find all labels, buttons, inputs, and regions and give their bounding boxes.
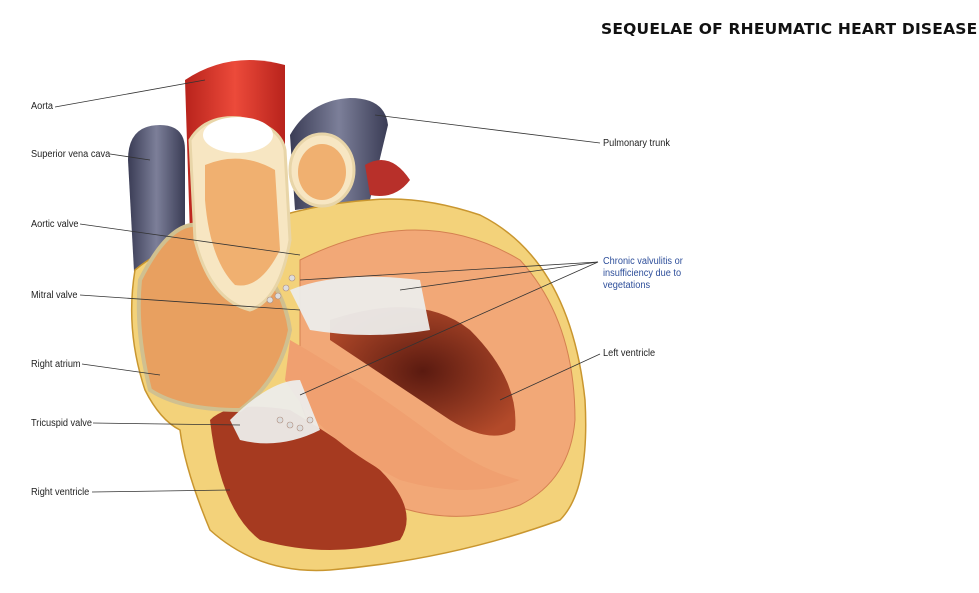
- label-line: vegetations: [603, 280, 651, 291]
- label-pulmonary-trunk: Pulmonary trunk: [603, 138, 670, 149]
- label-right-ventricle: Right ventricle: [31, 487, 90, 498]
- left-ventricle-cavity: [330, 307, 516, 436]
- label-chronic-valvulitis: Chronic valvulitis or insufficiency due …: [603, 256, 683, 292]
- label-line: insufficiency due to: [603, 268, 682, 279]
- label-aortic-valve: Aortic valve: [31, 219, 79, 230]
- label-aorta: Aorta: [31, 101, 53, 112]
- leader-lines: [54, 79, 601, 493]
- mitral-valve: [290, 276, 430, 335]
- label-right-atrium: Right atrium: [31, 359, 81, 370]
- label-tricuspid-valve: Tricuspid valve: [31, 418, 93, 429]
- septum: [285, 340, 520, 490]
- label-mitral-valve: Mitral valve: [31, 290, 78, 301]
- label-line: Chronic valvulitis or: [603, 256, 683, 267]
- label-left-ventricle: Left ventricle: [603, 348, 656, 359]
- page-title: SEQUELAE OF RHEUMATIC HEART DISEASE: [601, 20, 978, 38]
- label-superior-vena-cava: Superior vena cava: [31, 149, 111, 160]
- aortic-lumen: [203, 117, 273, 153]
- vegetations: [266, 274, 314, 432]
